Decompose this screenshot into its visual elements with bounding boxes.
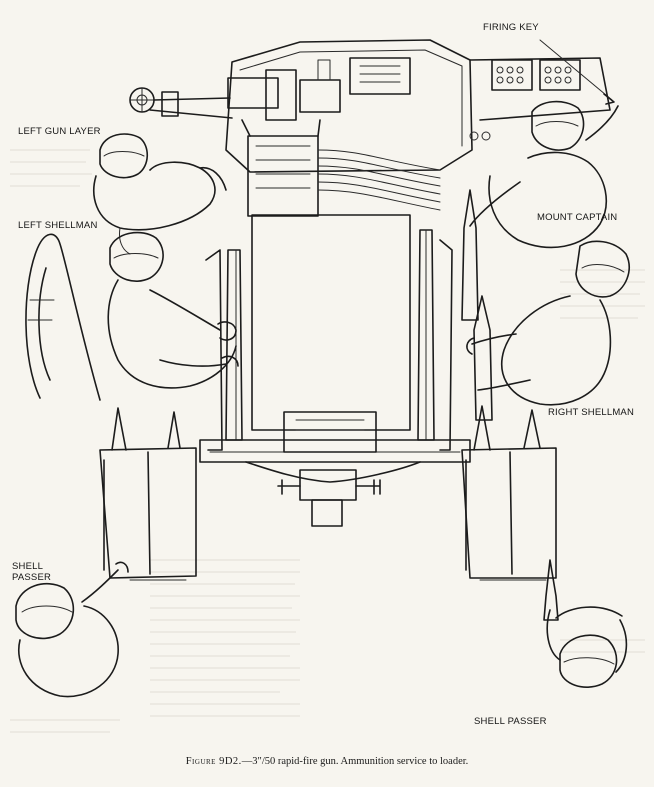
figure-number: Figure 9D2. (185, 756, 242, 767)
figure-caption-text: —3"/50 rapid-fire gun. Ammunition servic… (241, 756, 469, 767)
crew-figures (15, 100, 630, 698)
bleed-through-lines (10, 149, 645, 733)
label-firing-key: FIRING KEY (483, 22, 539, 33)
label-shell-passer-right: SHELL PASSER (474, 716, 547, 727)
label-right-shellman: RIGHT SHELLMAN (548, 407, 635, 418)
label-left-gun-layer: LEFT GUN LAYER (18, 126, 101, 137)
label-shell-passer-left: SHELL PASSER (12, 561, 52, 583)
figure-caption: Figure 9D2.—3"/50 rapid-fire gun. Ammuni… (0, 756, 654, 767)
label-mount-captain: MOUNT CAPTAIN (537, 212, 618, 223)
gun-mount (25, 39, 615, 581)
label-left-shellman: LEFT SHELLMAN (18, 220, 98, 231)
